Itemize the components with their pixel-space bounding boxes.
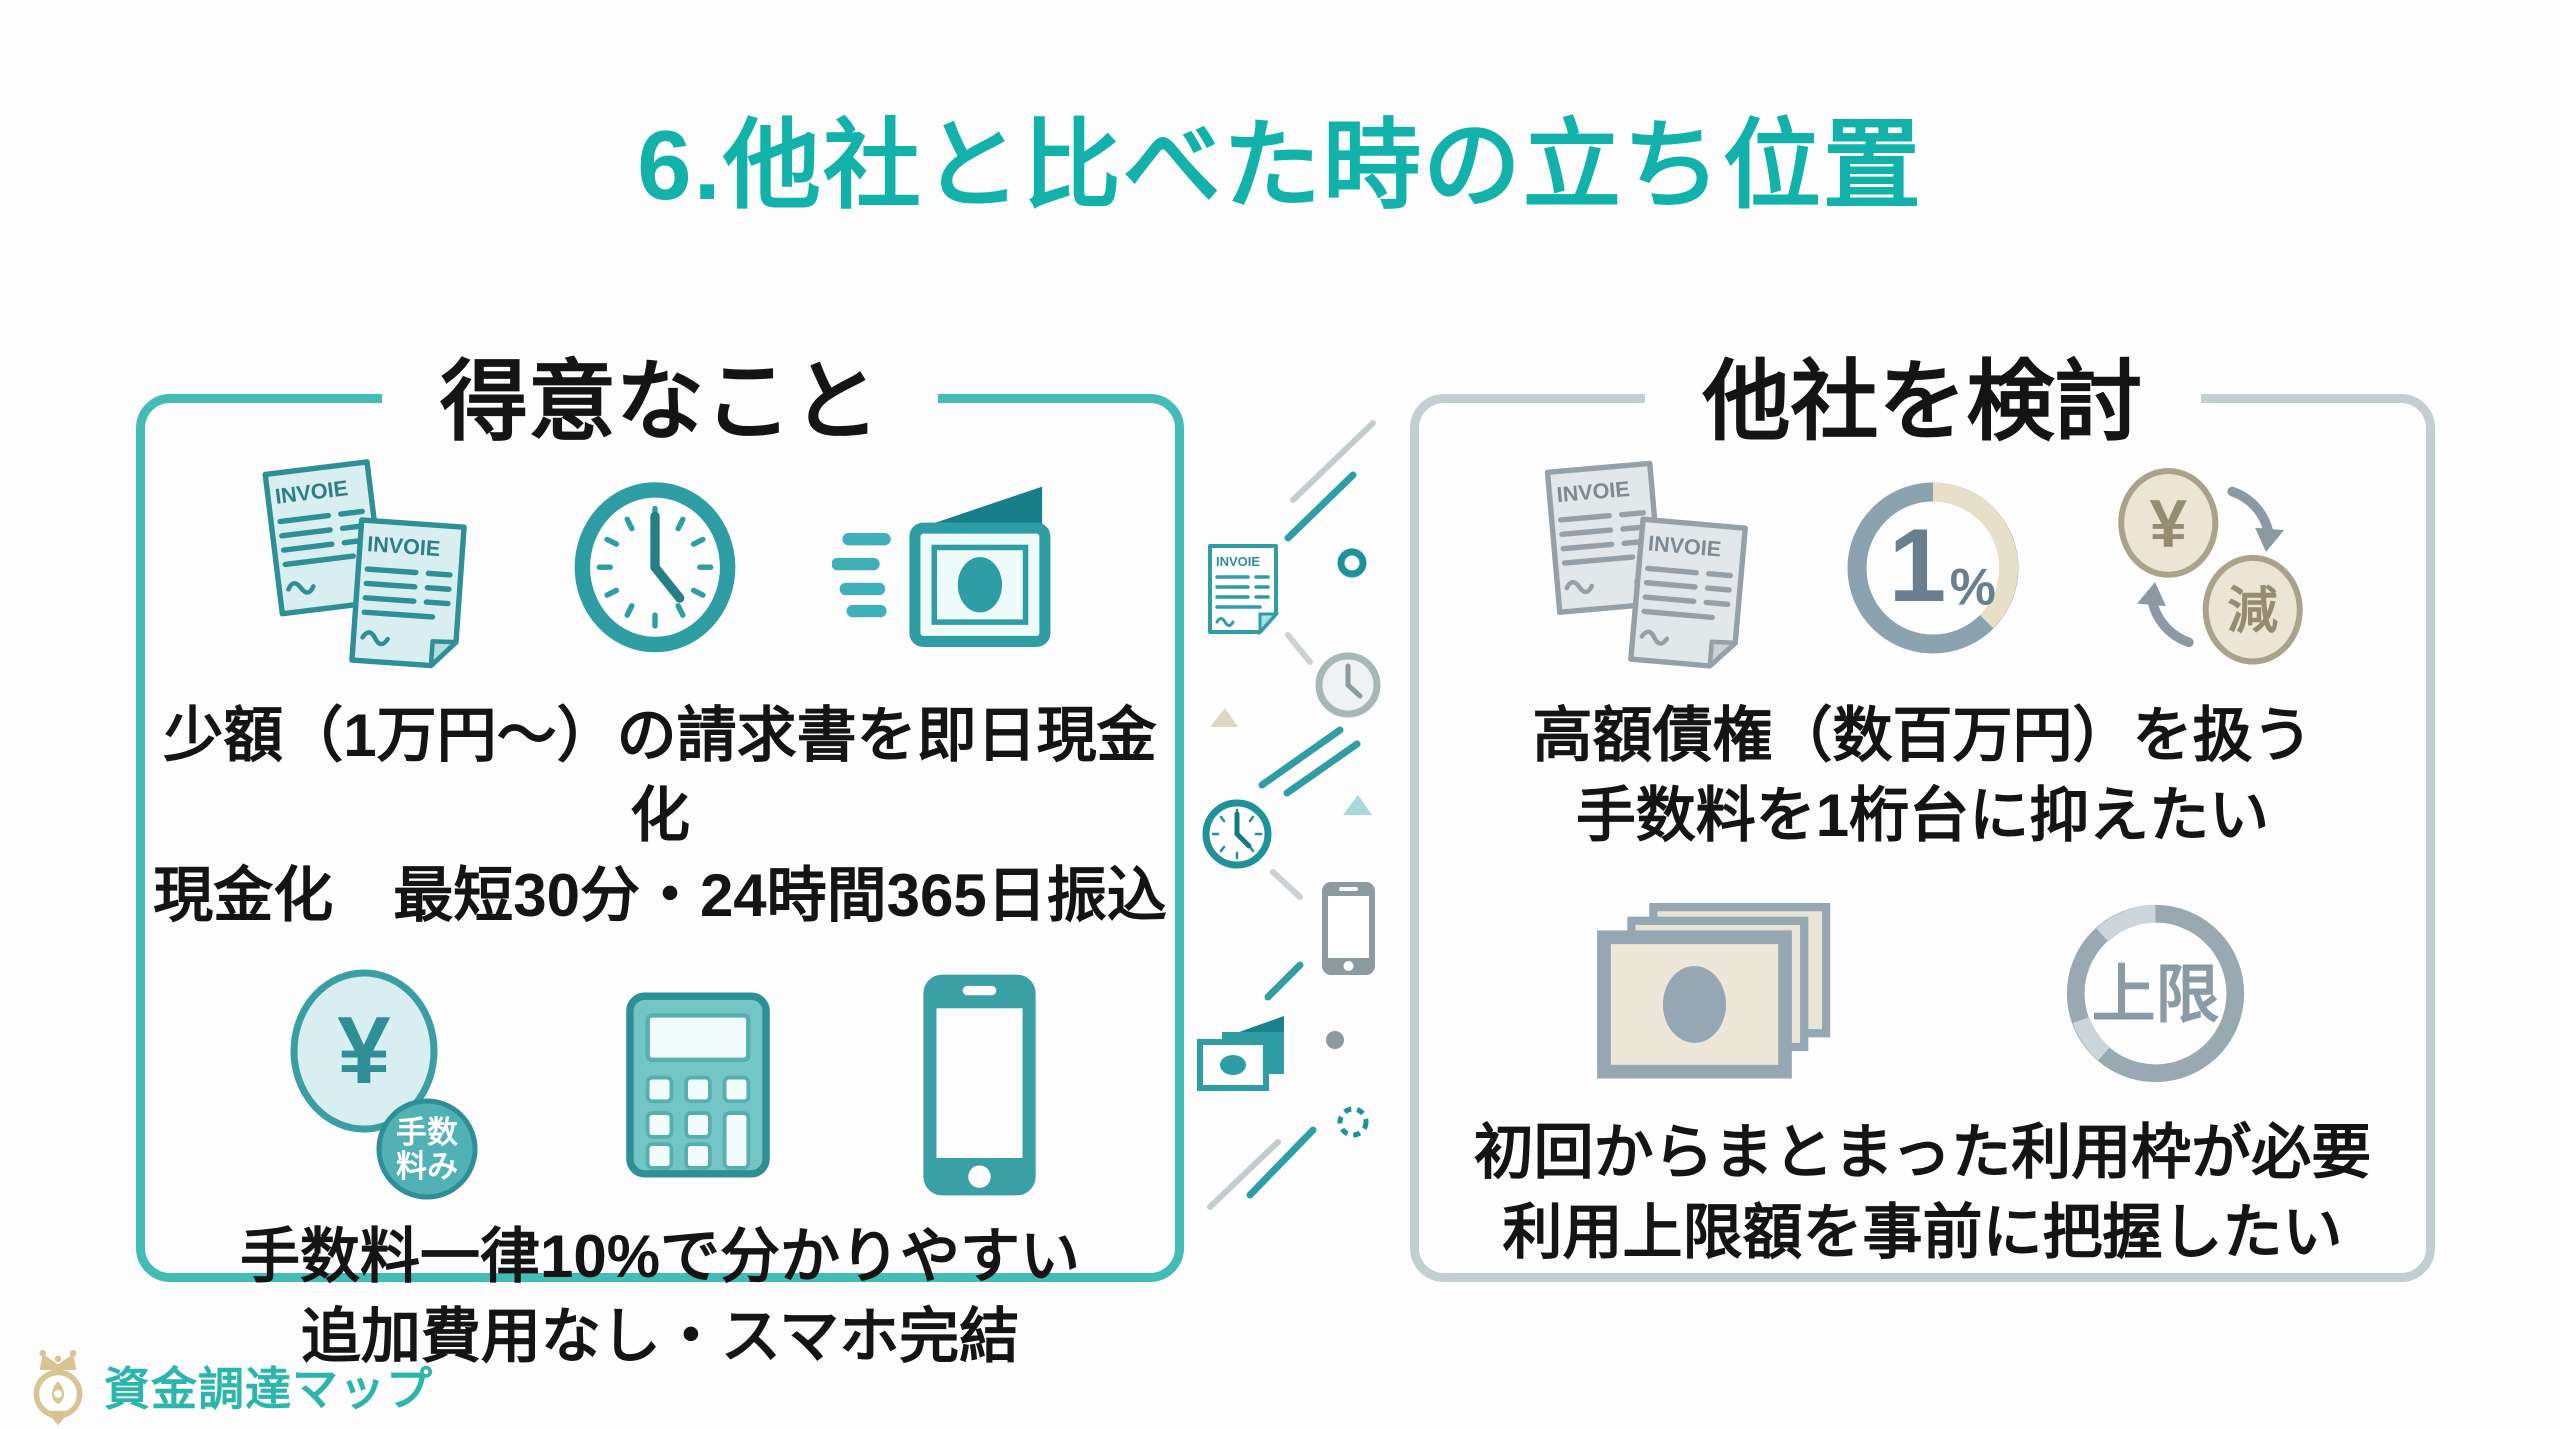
competitors-text-1-line2: 手数料を1桁台に抑えたい [1575, 781, 2270, 849]
line-teal-2 [1258, 726, 1344, 789]
invoices-gray-icon: INVOIE INVOIE [1544, 460, 1748, 669]
svg-text:1: 1 [1888, 506, 1946, 622]
small-invoice-icon: INVOIE [1208, 544, 1280, 636]
strengths-icon-row-1: INVOIE INVOIE [253, 455, 1067, 680]
competitors-text-2: 初回からまとまった利用枠が必要 利用上限額を事前に把握したい [1474, 1113, 2372, 1273]
line-gray-4 [1207, 1139, 1281, 1210]
svg-text:料み: 料み [396, 1149, 458, 1184]
competitors-icon-row-2: 上限 [1593, 890, 2253, 1098]
strengths-text-1: 少額（1万円〜）の請求書を即日現金化 現金化 最短30分・24時間365日振込 [145, 696, 1175, 935]
strengths-text-1-line1: 少額（1万円〜）の請求書を即日現金化 [163, 702, 1157, 849]
line-teal-5 [1246, 1126, 1317, 1199]
money-stack-icon [1596, 902, 1830, 1079]
strengths-text-1-line2: 現金化 最短30分・24時間365日振込 [153, 861, 1167, 929]
line-gray-1 [1290, 420, 1376, 503]
svg-text:INVOIE: INVOIE [1216, 554, 1260, 569]
smartphone-icon [922, 975, 1036, 1196]
teal-clock-icon [1202, 799, 1272, 869]
competitors-text-2-line2: 利用上限額を事前に把握したい [1502, 1199, 2343, 1267]
one-percent-icon: 1 % [1847, 482, 2018, 653]
circle-outline-icon [1337, 548, 1367, 578]
panel-strengths-content: INVOIE INVOIE [145, 403, 1175, 1370]
page-title: 6.他社と比べた時の立ち位置 [637, 110, 1923, 220]
svg-text:上限: 上限 [2091, 959, 2219, 1031]
svg-text:%: % [1949, 557, 1995, 615]
competitors-icon-row-1: INVOIE INVOIE [1533, 455, 2313, 680]
panel-competitors-content: INVOIE INVOIE [1419, 403, 2426, 1273]
blue-triangle [1343, 795, 1372, 815]
strengths-text-2-line1: 手数料一律10%で分かりやすい [239, 1223, 1081, 1291]
gray-phone-icon [1322, 882, 1375, 975]
divider-decorations: INVOIE [1184, 394, 1410, 1282]
line-teal-3 [1283, 740, 1361, 797]
panel-strengths-title: 得意なこと [381, 327, 939, 477]
footer-logo: 資金調達マップ [22, 1346, 433, 1426]
competitors-text-1: 高額債権（数百万円）を扱う 手数料を1桁台に抑えたい [1533, 696, 2313, 856]
svg-text:¥: ¥ [2149, 487, 2187, 562]
crown-pin-logo-icon [33, 1350, 83, 1426]
flying-money-icon [832, 486, 1051, 647]
svg-text:INVOIE: INVOIE [366, 531, 441, 561]
svg-text:¥: ¥ [337, 997, 390, 1104]
limit-icon: 上限 [2066, 904, 2244, 1083]
clock-icon [574, 481, 736, 652]
gray-clock-icon [1315, 652, 1381, 718]
strengths-icon-row-2: ¥ 手数 料み [279, 969, 1042, 1201]
footer-logo-text: 資金調達マップ [104, 1363, 433, 1415]
panel-competitors: 他社を検討 INVOIE [1410, 327, 2435, 1282]
invoices-icon: INVOIE INVOIE [262, 459, 467, 669]
strengths-text-2: 手数料一律10%で分かりやすい 追加費用なし・スマホ完結 [240, 1217, 1080, 1377]
competitors-text-2-line1: 初回からまとまった利用枠が必要 [1473, 1119, 2372, 1187]
panel-competitors-title: 他社を検討 [1644, 327, 2201, 477]
competitors-text-1-line1: 高額債権（数百万円）を扱う [1532, 702, 2313, 769]
line-gray-2 [1285, 632, 1313, 665]
beige-triangle [1210, 708, 1238, 727]
yen-exchange-icon: ¥ 減 [2117, 468, 2303, 665]
dashed-circle [1337, 1106, 1369, 1138]
panel-strengths: 得意なこと INVOIE [136, 327, 1184, 1370]
line-teal-1 [1284, 471, 1357, 542]
calculator-icon [625, 992, 770, 1178]
strengths-text-2-line2: 追加費用なし・スマホ完結 [300, 1303, 1020, 1371]
teal-money-icon [1197, 1016, 1284, 1091]
yen-fee-icon: ¥ 手数 料み [290, 969, 477, 1200]
line-teal-4 [1264, 961, 1304, 1001]
line-gray-3 [1270, 869, 1303, 900]
svg-text:減: 減 [2227, 582, 2278, 639]
svg-text:手数: 手数 [396, 1115, 458, 1150]
gray-dot [1326, 1031, 1344, 1049]
divider-doodles: INVOIE [1197, 420, 1381, 1210]
